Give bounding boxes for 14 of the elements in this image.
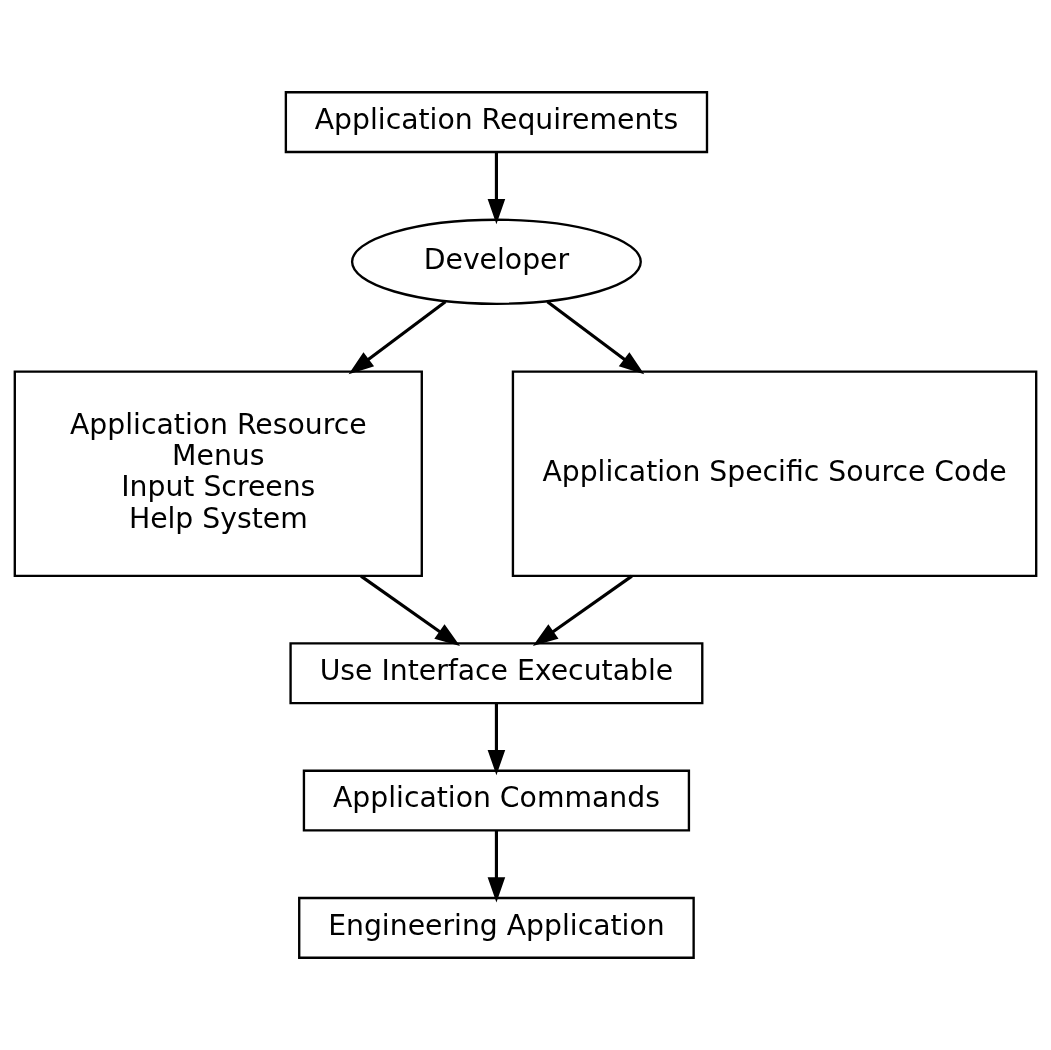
arrow	[348, 300, 447, 375]
node-box: Application Requirements	[284, 91, 709, 154]
node-box: Application Commands	[302, 769, 691, 832]
node-box: Application Resource Menus Input Screens Help System	[13, 370, 423, 578]
node-box: Engineering Application	[298, 896, 695, 959]
arrow	[532, 574, 633, 646]
node-box: Application Specific Source Code	[511, 370, 1038, 578]
arrow	[487, 830, 506, 903]
arrow	[360, 574, 460, 646]
node-ellipse: Developer	[350, 218, 642, 305]
arrow	[487, 703, 506, 776]
arrow	[487, 152, 506, 225]
arrow	[546, 300, 645, 375]
node-box: Use Interface Executable	[289, 642, 704, 705]
